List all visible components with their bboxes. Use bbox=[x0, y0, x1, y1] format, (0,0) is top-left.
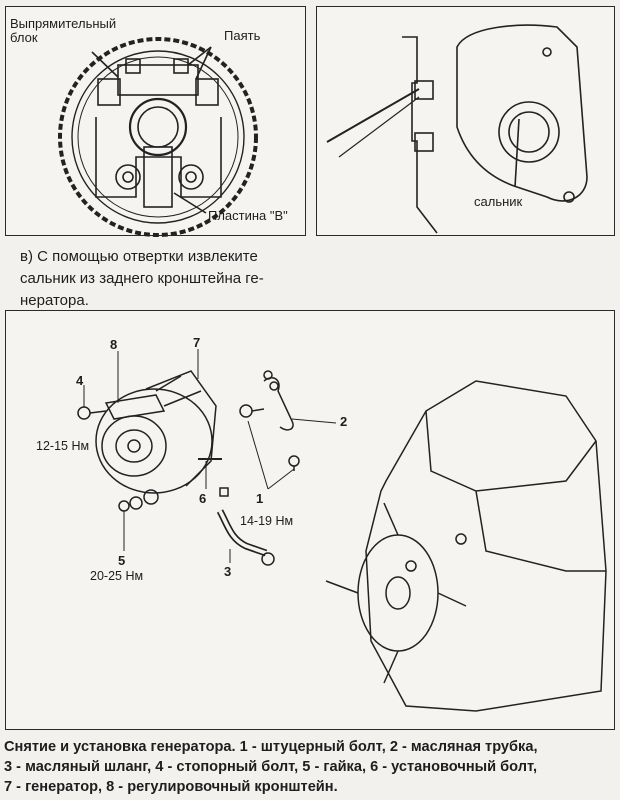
plate-b-label: Пластина "В" bbox=[208, 208, 288, 223]
torque-bolt-4: 12-15 Нм bbox=[36, 439, 90, 453]
generator-exploded-drawing bbox=[77, 349, 607, 712]
torque-nut-5: 20-25 Нм bbox=[90, 569, 144, 583]
figure-caption: Снятие и установка генератора. 1 - штуце… bbox=[4, 739, 538, 795]
figure-rectifier-panel: Выпрямительный блок Паять Пластина "В" bbox=[5, 6, 306, 237]
callout-1: 1 bbox=[256, 491, 264, 506]
rectifier-label: Выпрямительный блок bbox=[10, 16, 117, 45]
callout-2: 2 bbox=[340, 414, 348, 429]
instruction-text: в) С помощью отвертки извлеките сальник … bbox=[20, 248, 264, 309]
callout-3: 3 bbox=[224, 564, 232, 579]
solder-label: Паять bbox=[224, 28, 261, 43]
seal-label: сальник bbox=[474, 194, 523, 209]
torque-bolt-1: 14-19 Нм bbox=[240, 514, 294, 528]
callout-7: 7 bbox=[193, 335, 201, 350]
seal-drawing bbox=[326, 24, 588, 234]
callout-6: 6 bbox=[199, 491, 207, 506]
figure-seal-panel: сальник bbox=[316, 6, 615, 236]
callout-5: 5 bbox=[118, 553, 126, 568]
rectifier-drawing bbox=[58, 37, 258, 237]
figure-generator-panel: 1 2 3 4 5 6 7 8 12-15 Нм 14-19 Нм 20-25 … bbox=[5, 310, 615, 730]
callout-4: 4 bbox=[76, 373, 84, 388]
callout-8: 8 bbox=[110, 337, 118, 352]
